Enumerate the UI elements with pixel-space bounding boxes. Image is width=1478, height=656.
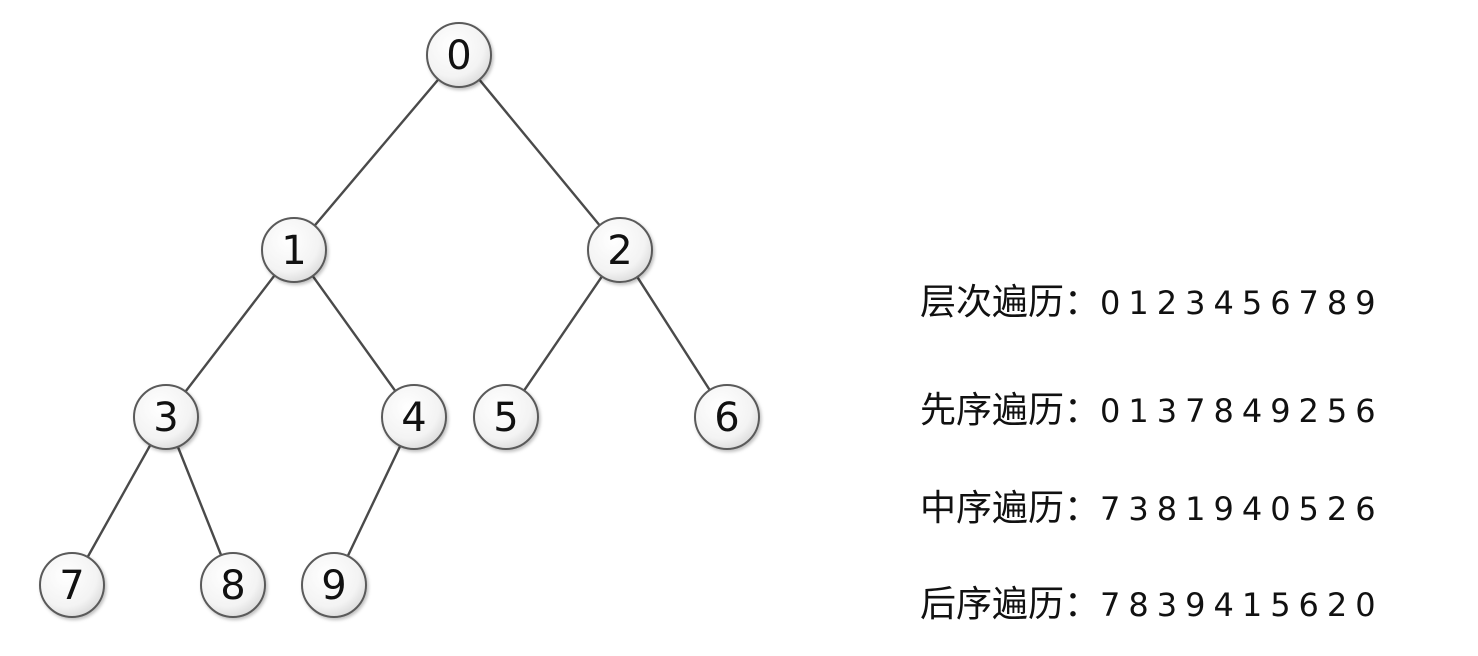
edges-layer xyxy=(70,54,729,586)
tree-node-6: 6 xyxy=(694,384,760,450)
tree-node-label: 3 xyxy=(153,395,178,441)
traversal-separator: ： xyxy=(1064,282,1101,323)
tree-node-2: 2 xyxy=(587,217,653,283)
tree-edge-2-6 xyxy=(618,249,729,418)
tree-edge-0-2 xyxy=(458,54,621,251)
tree-node-circle xyxy=(587,217,653,283)
tree-node-label: 1 xyxy=(281,228,306,274)
traversal-sequence: 0137849256 xyxy=(1100,392,1384,430)
traversal-sequence: 7381940526 xyxy=(1100,490,1384,528)
tree-node-circle xyxy=(381,384,447,450)
traversal-name: 中序遍历 xyxy=(920,488,1065,529)
tree-node-label: 9 xyxy=(321,563,346,609)
tree-node-3: 3 xyxy=(133,384,199,450)
tree-node-7: 7 xyxy=(39,552,105,618)
traversal-separator: ： xyxy=(1064,488,1101,529)
tree-node-4: 4 xyxy=(381,384,447,450)
traversal-level-order: 层次遍历：0123456789 xyxy=(920,275,1384,331)
traversal-post-order: 后序遍历：7839415620 xyxy=(920,577,1384,633)
traversal-sequence: 0123456789 xyxy=(1100,284,1384,322)
tree-node-circle xyxy=(473,384,539,450)
tree-node-label: 8 xyxy=(220,563,245,609)
traversal-name: 后序遍历 xyxy=(920,584,1065,625)
tree-edge-2-5 xyxy=(505,249,621,418)
tree-node-circle xyxy=(426,22,492,88)
tree-node-label: 6 xyxy=(714,395,739,441)
tree-node-5: 5 xyxy=(473,384,539,450)
tree-node-1: 1 xyxy=(261,217,327,283)
tree-node-label: 5 xyxy=(493,395,518,441)
tree-edge-1-4 xyxy=(293,249,415,418)
tree-node-circle xyxy=(39,552,105,618)
tree-edge-0-1 xyxy=(293,54,460,251)
traversal-separator: ： xyxy=(1064,584,1101,625)
tree-node-label: 4 xyxy=(401,395,426,441)
traversal-in-order: 中序遍历：7381940526 xyxy=(920,481,1384,537)
tree-node-8: 8 xyxy=(200,552,266,618)
traversal-sequence: 7839415620 xyxy=(1100,586,1384,624)
traversal-name: 层次遍历 xyxy=(920,282,1065,323)
tree-node-0: 0 xyxy=(426,22,492,88)
nodes-layer: 0 1 2 3 4 5 6 7 8 9 xyxy=(39,22,760,618)
traversal-pre-order: 先序遍历：0137849256 xyxy=(920,383,1384,439)
traversal-name: 先序遍历 xyxy=(920,390,1065,431)
tree-node-circle xyxy=(200,552,266,618)
tree-node-circle xyxy=(694,384,760,450)
tree-node-label: 2 xyxy=(607,228,632,274)
tree-node-circle xyxy=(301,552,367,618)
tree-node-circle xyxy=(261,217,327,283)
traversal-separator: ： xyxy=(1064,390,1101,431)
tree-node-circle xyxy=(133,384,199,450)
tree-edge-1-3 xyxy=(165,249,295,418)
tree-node-9: 9 xyxy=(301,552,367,618)
tree-node-label: 7 xyxy=(59,563,84,609)
tree-node-label: 0 xyxy=(446,33,471,79)
